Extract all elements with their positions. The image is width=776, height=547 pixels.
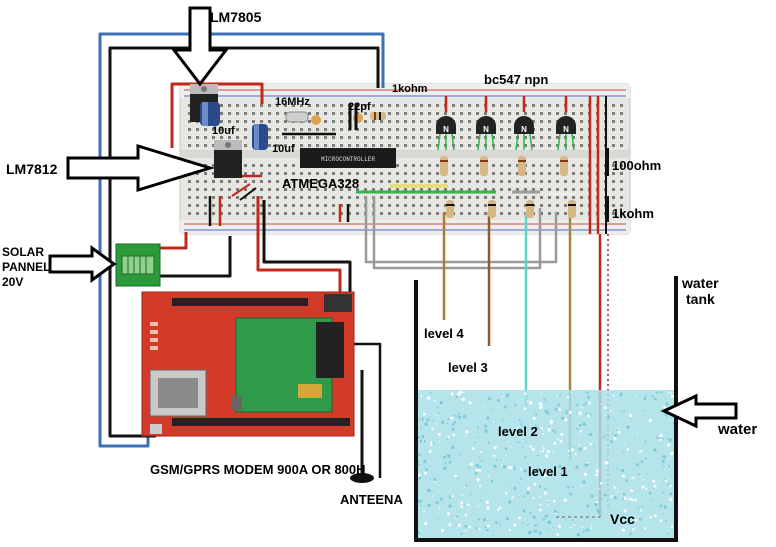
label-22pf: 22pf [348,101,371,113]
red-wire-modem [256,196,342,296]
resistors-1kohm [446,200,576,218]
resistor-1kohm-top [370,112,386,120]
label-1kohm-top: 1kohm [392,83,428,95]
blue-wire [98,32,385,448]
solar-panel [115,243,161,287]
lm7812-regulator [214,140,242,178]
label-gsm-modem: GSM/GPRS MODEM 900A OR 800H [150,462,366,477]
arrow-solar [48,245,117,283]
label-100ohm: 100ohm [612,158,661,173]
resistors-100ohm [440,156,568,176]
black-wire-modem [262,200,352,296]
atmega328-chip: MICROCONTROLLER [300,148,396,168]
crystal-16mhz [285,111,309,123]
transistor-2: N [476,116,496,134]
transistor-mark: N [563,125,569,134]
label-water-tank-2: tank [686,291,715,307]
label-level3: level 3 [448,360,488,375]
label-water-tank-1: water [681,275,719,291]
label-10uf-a: 10uf [212,125,235,137]
label-level1: level 1 [528,464,568,479]
label-lm7805: LM7805 [210,9,262,25]
label-water: water [717,421,757,438]
label-level4: level 4 [424,326,465,341]
capacitor-10uf-a [200,102,220,126]
chip-text: MICROCONTROLLER [321,156,375,163]
capacitor-10uf-b [252,124,268,150]
arrow-lm7805 [170,6,230,87]
label-bc547: bc547 npn [484,72,548,87]
water-texture [416,390,675,537]
black-wire-solar [158,236,232,278]
label-solar-2: PANNEL [2,260,50,274]
label-atmega: ATMEGA328 [282,176,359,191]
label-antenna: ANTEENA [340,492,403,507]
grey-wire-1 [364,196,558,264]
water-tank [414,276,678,542]
label-crystal: 16MHz [275,96,310,108]
transistor-mark: N [443,125,449,134]
label-1kohm-right: 1kohm [612,206,654,221]
capacitor-22pf [311,104,363,130]
grey-wire-2 [372,196,542,270]
label-solar-1: SOLAR [2,245,44,259]
transistors: N N N N [436,116,576,134]
antenna [350,370,374,483]
label-lm7812: LM7812 [6,161,58,177]
arrow-lm7812 [66,143,216,193]
arrow-water [660,393,738,429]
transistor-mark: N [521,125,527,134]
transistor-mark: N [483,125,489,134]
label-solar-3: 20V [2,275,23,289]
red-wire-lower [158,232,188,250]
transistor-1: N [436,116,456,134]
transistor-4: N [556,116,576,134]
label-vcc: Vcc [610,511,635,527]
label-level2: level 2 [498,424,538,439]
gsm-modem-board [141,291,355,437]
label-10uf-b: 10uf [272,143,295,155]
transistor-3: N [514,116,534,134]
